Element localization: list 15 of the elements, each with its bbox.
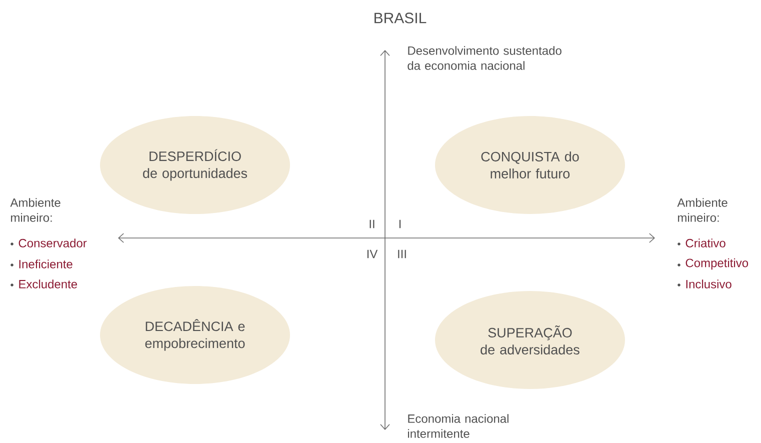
bullet-item: Conservador <box>18 238 87 248</box>
label-text: III <box>398 250 406 258</box>
bullet-item: Criativo <box>686 238 726 248</box>
label-text: Ambiente mineiro: <box>677 198 728 222</box>
label-text: BRASIL <box>374 12 426 24</box>
bullet-item: Inclusivo <box>686 280 732 288</box>
label-text: Desenvolvimento sustentado da economia nacional <box>408 46 562 70</box>
bullet-item: Competitivo <box>686 258 748 270</box>
label-text: Economia nacional intermitente <box>408 414 508 438</box>
label-text: I <box>399 220 401 228</box>
label-text: IV <box>367 250 378 258</box>
bullet-item: Excludente <box>19 280 78 288</box>
label-text: II <box>370 220 374 228</box>
bullet-item: Ineficiente <box>19 260 72 268</box>
label-text: Ambiente mineiro: <box>10 198 60 222</box>
